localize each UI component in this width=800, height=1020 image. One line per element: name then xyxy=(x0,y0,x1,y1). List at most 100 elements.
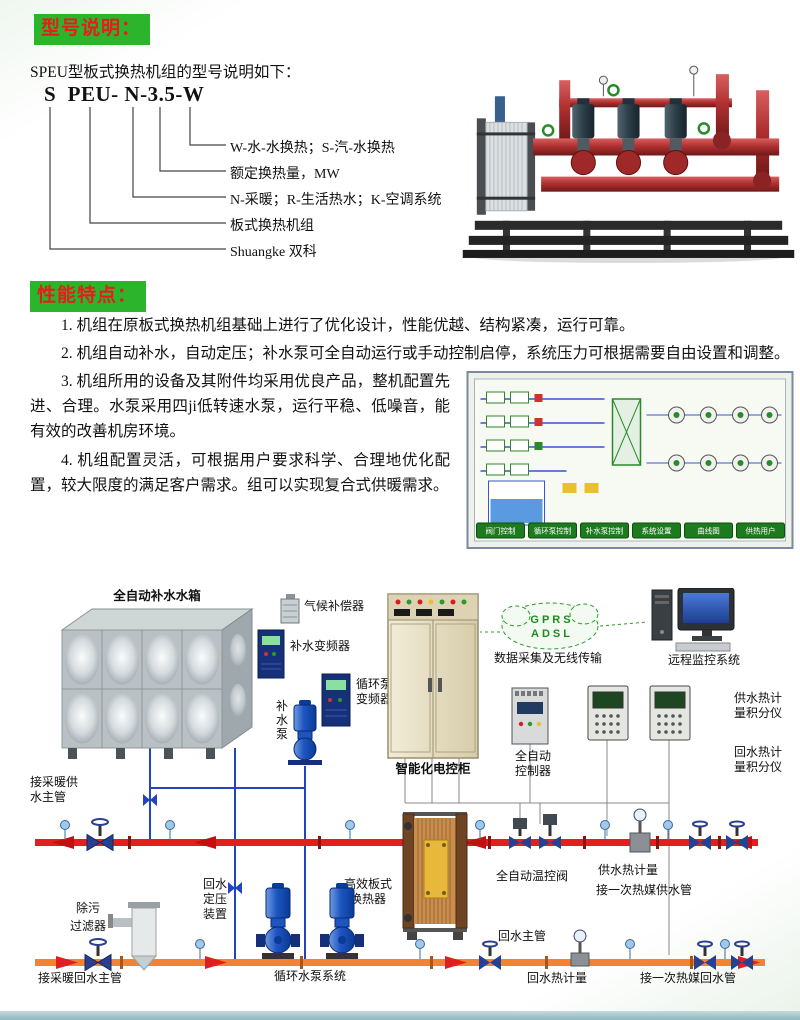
label-adsl: ADSL xyxy=(531,628,573,640)
photo-red-pipes xyxy=(533,74,780,192)
label-pressure-device-line1: 回水 xyxy=(203,877,227,891)
hmi-button-bar: 阀门控制 循环泵控制 补水泵控制 系统设置 曲线图 供热用户 xyxy=(476,522,785,539)
model-legend-n: N-采暖；R-生活热水；K-空调系统 xyxy=(230,193,442,208)
label-return-pipe: 回水主管 xyxy=(498,928,546,943)
photo-gauges xyxy=(598,65,699,97)
feature-paragraph-1: 1. 机组在原板式换热机组基础上进行了优化设计，性能优越、结构紧凑，运行可靠。 xyxy=(61,317,635,334)
circ-pump-vfd xyxy=(321,673,351,727)
supply-pipe-sensors xyxy=(60,820,673,840)
circulation-pump-2 xyxy=(320,883,364,959)
hmi-button-valve-control: 阀门控制 xyxy=(486,526,516,536)
label-makeup-pump-char3: 泵 xyxy=(276,727,288,741)
label-circ-vfd-line2: 变频器 xyxy=(356,691,392,706)
label-makeup-vfd: 补水变频器 xyxy=(290,638,350,653)
return-flow-meter xyxy=(570,929,590,967)
label-supply-integrator-line2: 量积分仪 xyxy=(734,706,782,720)
page-footer-strip xyxy=(0,1011,800,1020)
equipment-photo-graphic xyxy=(462,40,795,266)
temp-control-valve-1 xyxy=(509,818,531,849)
label-filter-line1: 除污 xyxy=(76,900,100,915)
blue-line-valves xyxy=(143,794,242,894)
label-primary-return: 接一次热媒回水管 xyxy=(640,970,736,985)
label-tank: 全自动补水水箱 xyxy=(112,588,201,603)
label-hx-line2: 换热器 xyxy=(350,892,386,906)
label-wireless: 数据采集及无线传输 xyxy=(494,650,602,665)
label-supply-meter: 供水热计量 xyxy=(598,863,658,877)
temp-control-valve-2 xyxy=(539,814,561,849)
label-climate-compensator: 气候补偿器 xyxy=(304,598,364,613)
feature-paragraph-2: 2. 机组自动补水，自动定压；补水泵可全自动运行或手动控制启停，系统压力可根据需… xyxy=(61,345,790,363)
label-control-cabinet: 智能化电控柜 xyxy=(394,761,471,776)
control-cabinet xyxy=(387,593,479,759)
label-hx-line1: 高效板式 xyxy=(344,876,392,891)
feature-paragraph-3: 3. 机组所用的设备及其附件均采用优良产品，整机配置先进、合理。水泵采用四ji低… xyxy=(30,373,450,441)
label-controller-line1: 全自动 xyxy=(515,748,551,763)
hmi-heat-exchanger xyxy=(611,398,642,466)
system-diagram: 全自动补水水箱 气候补偿器 补水变频器 xyxy=(0,588,800,1012)
photo-plate-hx xyxy=(476,96,536,215)
model-legend-brand: Shuangke 双科 xyxy=(230,245,317,260)
makeup-pump-vfd xyxy=(257,629,285,679)
label-return-integrator-line1: 回水热计 xyxy=(734,745,782,759)
features-section-header: 性能特点： xyxy=(30,281,147,312)
hmi-screenshot: 阀门控制 循环泵控制 补水泵控制 系统设置 曲线图 供热用户 xyxy=(464,371,796,550)
system-diagram-graphic: 全自动补水水箱 气候补偿器 补水变频器 xyxy=(30,588,782,985)
remote-computer xyxy=(651,588,735,652)
return-heat-integrator xyxy=(649,685,691,741)
label-supply-main-line1: 接采暖供 xyxy=(30,774,78,789)
supply-heat-integrator xyxy=(587,685,629,741)
hmi-button-system-settings: 系统设置 xyxy=(642,526,672,536)
label-return-integrator-line2: 量积分仪 xyxy=(734,760,782,774)
model-intro-text: SPEU型板式换热机组的型号说明如下： xyxy=(30,64,301,81)
equipment-photo xyxy=(462,40,795,266)
return-valve-mid xyxy=(479,940,501,970)
features-body: 1. 机组在原板式换热机组基础上进行了优化设计，性能优越、结构紧凑，运行可靠。 … xyxy=(30,313,796,557)
label-gprs: GPRS xyxy=(530,614,573,626)
return-valve-right-1 xyxy=(694,940,716,970)
photo-pumps xyxy=(570,98,689,176)
climate-compensator xyxy=(280,594,300,624)
label-remote-system: 远程监控系统 xyxy=(668,652,740,667)
return-valve-right-2 xyxy=(731,940,753,970)
label-temp-valve: 全自动温控阀 xyxy=(496,868,568,883)
makeup-water-lines xyxy=(149,748,306,959)
model-legend-w: W-水-水换热；S-汽-水换热 xyxy=(230,141,395,156)
plate-heat-exchanger xyxy=(402,812,468,940)
label-controller-line2: 控制器 xyxy=(515,764,551,778)
label-makeup-pump-char2: 水 xyxy=(276,713,288,727)
skid-frame xyxy=(462,220,795,258)
label-makeup-pump-char1: 补 xyxy=(276,699,288,713)
label-primary-supply: 接一次热媒供水管 xyxy=(596,882,692,897)
hmi-button-curve-chart: 曲线图 xyxy=(697,526,720,536)
return-gate-valve-left xyxy=(84,938,112,972)
model-section-header: 型号说明： xyxy=(34,14,151,45)
hmi-button-heat-users: 供热用户 xyxy=(746,526,776,536)
model-code: S PEU- N-3.5-W xyxy=(44,82,205,106)
model-legend-capacity: 额定换热量，MW xyxy=(230,167,340,182)
circulation-pump-1 xyxy=(256,883,300,959)
supply-valve-right-2 xyxy=(726,820,748,850)
hmi-pumps xyxy=(646,406,782,472)
label-filter-line2: 过滤器 xyxy=(70,919,106,933)
label-supply-main-line2: 水主管 xyxy=(30,789,66,804)
hmi-screen-graphic: 阀门控制 循环泵控制 补水泵控制 系统设置 曲线图 供热用户 xyxy=(466,371,794,550)
supply-gate-valve-left xyxy=(86,818,114,852)
supply-flow-meter xyxy=(629,808,651,853)
hmi-readout-rows xyxy=(480,391,605,476)
label-return-main: 接采暖回水主管 xyxy=(38,970,122,985)
hmi-button-circ-pump-control: 循环泵控制 xyxy=(534,526,572,536)
label-pressure-device-line3: 装置 xyxy=(203,907,227,921)
model-legend-unit: 板式换热机组 xyxy=(230,219,314,234)
supply-valve-right-1 xyxy=(689,820,711,850)
label-circ-pumps: 循环水泵系统 xyxy=(274,969,346,983)
return-pipe-sensors xyxy=(195,939,730,959)
auto-controller xyxy=(511,687,549,745)
dirt-strainer xyxy=(108,902,160,971)
photo-valves xyxy=(541,83,711,137)
label-supply-integrator-line1: 供水热计 xyxy=(734,691,782,705)
gprs-cloud: GPRS ADSL xyxy=(480,602,649,650)
makeup-water-tank xyxy=(60,608,254,759)
label-pressure-device-line2: 定压 xyxy=(203,891,227,906)
label-return-meter: 回水热计量 xyxy=(527,971,587,985)
